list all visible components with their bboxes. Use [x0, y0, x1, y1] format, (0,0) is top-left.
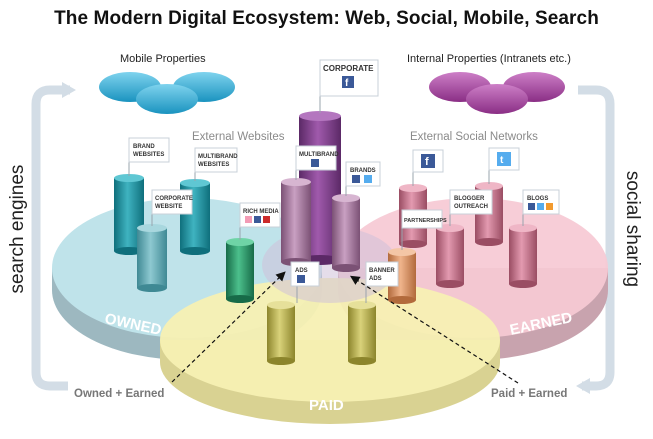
flag-multibrand: MULTIBRAND	[296, 146, 339, 170]
flag-banner-ads: BANNER ADS	[366, 262, 398, 286]
flag-brand-websites: BRAND WEBSITES	[129, 138, 169, 162]
flag-multibrand-text: MULTIBRAND	[299, 152, 339, 158]
twitter-icon	[364, 175, 372, 183]
flag-corporate-website: CORPORATE WEBSITE	[152, 190, 193, 214]
facebook-icon	[254, 216, 261, 223]
flag-corporate-website-line1: CORPORATE	[155, 196, 193, 202]
multibrand-cylinder	[281, 178, 311, 266]
flag-blogs-text: BLOGS	[527, 196, 548, 202]
flag-brands-text: BRANDS	[350, 168, 376, 174]
flag-brands: BRANDS	[346, 162, 380, 186]
flag-ads-text: ADS	[295, 268, 308, 274]
flag-twitter-social: t	[489, 148, 519, 170]
banner-ads-cylinder	[348, 301, 376, 365]
ads-cylinder	[267, 301, 295, 365]
facebook-icon	[311, 159, 319, 167]
youtube-icon	[263, 216, 270, 223]
flag-multibrand-websites-line2: WEBSITES	[198, 162, 229, 168]
flag-multibrand-websites: MULTIBRAND WEBSITES	[195, 148, 238, 172]
flag-partnerships-text: PARTNERSHIPS	[404, 218, 447, 224]
facebook-icon	[528, 203, 535, 210]
corporate-website-cylinder	[137, 224, 167, 292]
facebook-icon	[297, 275, 305, 283]
flag-corporate: CORPORATE f	[320, 60, 378, 96]
flag-banner-ads-line2: ADS	[369, 276, 382, 282]
facebook-icon	[352, 175, 360, 183]
internal-properties-discs	[429, 72, 565, 114]
twitter-icon	[537, 203, 544, 210]
flag-blogger-outreach-line1: BLOGGER	[454, 196, 485, 202]
flag-ads: ADS	[291, 262, 319, 286]
rich-media-cylinder	[226, 238, 254, 303]
flag-banner-ads-line1: BANNER	[369, 268, 395, 274]
flag-rich-media-text: RICH MEDIA	[243, 209, 279, 215]
flag-blogger-outreach-line2: OUTREACH	[454, 204, 488, 210]
flag-brand-websites-line1: BRAND	[133, 144, 155, 150]
flag-facebook-social: f	[413, 150, 443, 172]
flickr-icon	[245, 216, 252, 223]
blogger-outreach-cylinder	[436, 224, 464, 288]
flag-corporate-website-line2: WEBSITE	[155, 204, 182, 210]
svg-text:f: f	[425, 156, 429, 168]
flag-brand-websites-line2: WEBSITES	[133, 152, 164, 158]
flag-blogger-outreach: BLOGGER OUTREACH	[450, 190, 492, 214]
mobile-properties-discs	[99, 72, 235, 114]
flag-partnerships: PARTNERSHIPS	[402, 210, 447, 228]
paid-label: PAID	[309, 397, 344, 414]
blogs-cylinder	[509, 224, 537, 288]
flag-multibrand-websites-line1: MULTIBRAND	[198, 154, 238, 160]
flag-rich-media: RICH MEDIA	[240, 203, 280, 227]
flag-corporate-text: CORPORATE	[323, 64, 374, 73]
brands-cylinder	[332, 194, 360, 272]
rss-icon	[546, 203, 553, 210]
flag-blogs: BLOGS	[523, 190, 559, 214]
